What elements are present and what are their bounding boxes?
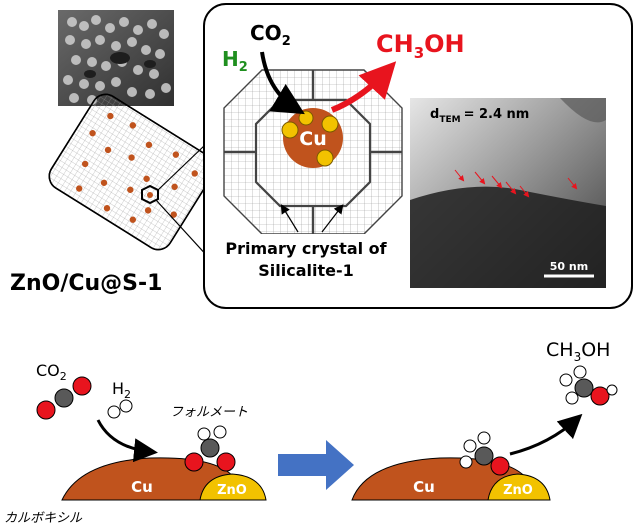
h2-molecule	[107, 399, 133, 419]
zeolite-particle	[48, 93, 216, 251]
tem-image: 50 nm	[410, 98, 606, 288]
right-catalyst-surface: Cu ZnO	[351, 457, 551, 501]
h2-label-top: H2	[222, 47, 248, 75]
cu-nanoparticles	[76, 112, 198, 223]
co2-label-top: CO2	[250, 21, 291, 49]
carboxyl-label: カルボキシル	[4, 511, 83, 526]
process-arrow	[278, 440, 354, 490]
zno-label-left: ZnO	[217, 483, 247, 498]
caption-pointer-right	[321, 204, 344, 233]
caption-line-1: Primary crystal of	[225, 239, 387, 258]
adsorption-arrow	[96, 419, 158, 463]
dtem-label: dTEM= 2.4 nm	[430, 107, 529, 125]
co2-label-bottom: CO2	[36, 361, 67, 383]
formate-intermediate	[184, 425, 236, 472]
zno-label-right: ZnO	[503, 483, 533, 498]
reactant-arrow	[260, 51, 305, 115]
caption-line-2: Silicalite-1	[258, 261, 354, 280]
product-label-bottom: CH3OH	[546, 339, 610, 364]
cu-label-top: Cu	[299, 128, 326, 150]
h2-label-bottom: H2	[112, 379, 131, 401]
product-label-top: CH3OH	[376, 30, 465, 62]
material-label: ZnO/Cu@S-1	[10, 271, 162, 296]
cu-particle: Cu	[281, 108, 343, 168]
desorption-arrow	[509, 413, 583, 456]
methanol-molecule	[559, 365, 618, 406]
scale-bar-label: 50 nm	[550, 260, 588, 273]
carboxyl-intermediate	[459, 431, 510, 476]
sem-image	[58, 10, 174, 106]
cu-label-right: Cu	[413, 478, 435, 496]
formate-label: フォルメート	[170, 405, 248, 420]
cu-label-left: Cu	[131, 478, 153, 496]
co2-molecule	[36, 376, 92, 420]
crystal-caption: Primary crystal of Silicalite-1	[212, 234, 398, 286]
left-catalyst-surface: Cu ZnO	[61, 457, 267, 501]
caption-pointer-left	[280, 203, 299, 233]
product-arrow	[330, 61, 397, 113]
